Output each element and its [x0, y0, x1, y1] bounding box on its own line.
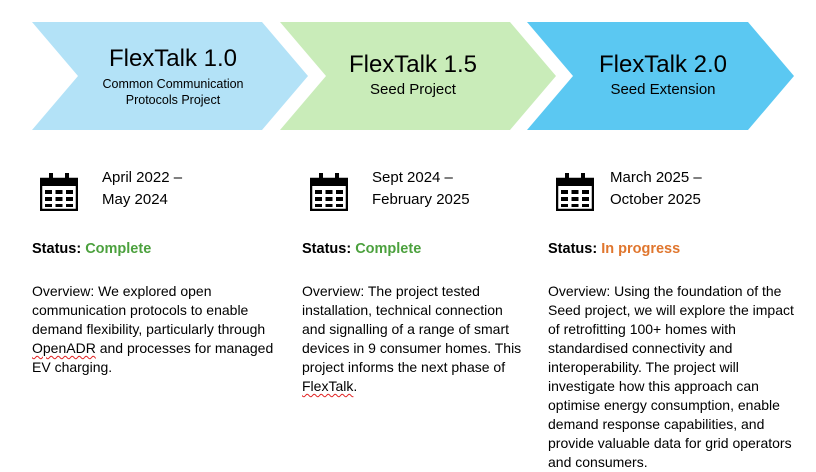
stage-2-label: FlexTalk 1.5 Seed Project	[320, 51, 506, 99]
overview-spellcheck-word: OpenADR	[32, 340, 96, 356]
stage-2-title: FlexTalk 1.5	[348, 51, 478, 78]
date-end: February 2025	[372, 191, 470, 208]
overview-text: Overview: We explored open communication…	[32, 282, 282, 377]
date-start: Sept 2024 –	[372, 169, 453, 186]
date-start: April 2022 –	[102, 169, 183, 186]
status-value: Complete	[355, 241, 422, 257]
date-start: March 2025 –	[610, 169, 702, 186]
overview-part: Overview: We explored open communication…	[32, 283, 266, 337]
calendar-icon	[40, 173, 78, 211]
status: Status: In progress	[548, 241, 680, 257]
stage-3-subtitle: Seed Extension	[610, 81, 716, 98]
overview-part: and processes for managed EV charging.	[32, 340, 274, 375]
date-row: Sept 2024 – February 2025	[302, 165, 532, 225]
stage-1-title: FlexTalk 1.0	[108, 45, 238, 72]
process-chevrons	[32, 22, 794, 130]
stage-1-label: FlexTalk 1.0 Common Communication Protoc…	[80, 45, 266, 108]
stage-3-label: FlexTalk 2.0 Seed Extension	[568, 51, 758, 99]
date-range: March 2025 – October 2025	[610, 167, 702, 211]
status-label: Status:	[548, 241, 598, 257]
chevron-stage-1	[32, 22, 308, 130]
date-row: April 2022 – May 2024	[32, 165, 282, 225]
stage-1-subtitle-line1: Common Communication	[102, 77, 244, 91]
chevron-stage-2	[280, 22, 556, 130]
status-value: In progress	[601, 241, 681, 257]
calendar-icon	[556, 173, 594, 211]
date-range: Sept 2024 – February 2025	[372, 167, 470, 211]
status-value: Complete	[85, 241, 152, 257]
stage-3-title: FlexTalk 2.0	[598, 51, 728, 78]
status: Status: Complete	[302, 241, 421, 257]
chevron-stage-3	[527, 22, 794, 130]
date-range: April 2022 – May 2024	[102, 167, 182, 211]
overview-part: Overview: The project tested installatio…	[302, 283, 522, 375]
overview-text: Overview: The project tested installatio…	[302, 282, 530, 396]
overview-part: Overview: Using the foundation of the Se…	[548, 283, 794, 470]
calendar-icon	[310, 173, 348, 211]
stage-2-details: Sept 2024 – February 2025 Status: Comple…	[302, 165, 532, 394]
overview-part: .	[353, 378, 358, 394]
status-label: Status:	[302, 241, 352, 257]
overview-spellcheck-word: FlexTalk	[302, 378, 354, 394]
date-end: May 2024	[102, 191, 168, 208]
overview-text: Overview: Using the foundation of the Se…	[548, 282, 798, 472]
stage-1-details: April 2022 – May 2024 Status: Complete O…	[32, 165, 282, 375]
stage-3-details: March 2025 – October 2025 Status: In pro…	[548, 165, 800, 470]
date-row: March 2025 – October 2025	[548, 165, 800, 225]
status-label: Status:	[32, 241, 82, 257]
status: Status: Complete	[32, 241, 151, 257]
date-end: October 2025	[610, 191, 701, 208]
stage-1-subtitle-line2: Protocols Project	[125, 93, 221, 107]
stage-2-subtitle: Seed Project	[370, 81, 456, 98]
